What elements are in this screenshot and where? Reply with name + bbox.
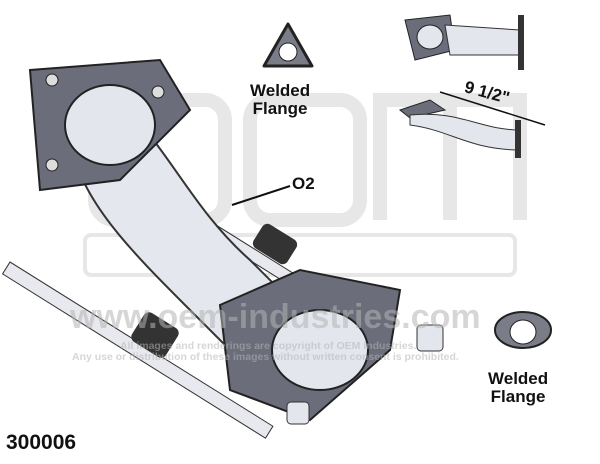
dimension-line xyxy=(439,91,546,126)
nut xyxy=(286,401,310,425)
nut xyxy=(416,324,444,352)
welded-flange-top-label: Welded Flange xyxy=(250,82,310,118)
welded-flange-bottom-label: Welded Flange xyxy=(488,370,548,406)
label-line: Flange xyxy=(252,98,308,118)
label-line: Welded xyxy=(250,81,311,100)
o2-pointer xyxy=(231,185,291,206)
part-number: 300006 xyxy=(6,431,77,454)
label-line: Flange xyxy=(490,386,546,406)
watermark-copyright-2: Any use or distribution of these images … xyxy=(72,351,459,363)
o2-sensor-label: O2 xyxy=(292,174,315,193)
top-view-thumbnail xyxy=(398,91,546,158)
label-line: Welded xyxy=(488,369,549,388)
welded-flange-bottom-icon xyxy=(494,311,552,349)
watermark-url: www.oem-industries.com xyxy=(70,298,481,336)
spring xyxy=(131,223,298,358)
watermark-copyright-1: All images and renderings are copyright … xyxy=(120,340,417,352)
side-view-thumbnail xyxy=(404,14,524,70)
